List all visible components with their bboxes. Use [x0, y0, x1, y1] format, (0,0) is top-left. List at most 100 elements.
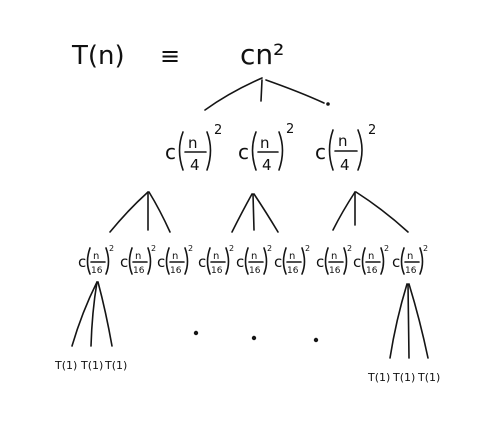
leaves-left: T(1) T(1) T(1) [54, 359, 127, 372]
level2-node-6-num: n [289, 251, 295, 262]
level2-node-3-den: 16 [170, 266, 182, 276]
edge-root-mid [260, 79, 263, 102]
level2-node-5-lparen [244, 247, 249, 275]
root-cost: cn² [240, 38, 284, 71]
edge-l1n2-right [253, 193, 279, 233]
level2-node-6-exp: 2 [305, 244, 310, 253]
level1-node-3-rparen [357, 129, 363, 171]
level1-node-1-num: n [188, 134, 198, 152]
level2-node-2-rparen [147, 247, 152, 275]
level2-node-1-num: n [93, 251, 99, 262]
ellipsis-dot-2 [251, 335, 257, 341]
level2-node-1-exp: 2 [109, 244, 114, 253]
level1-node-3-lparen [328, 129, 334, 171]
level2-node-4-exp: 2 [229, 244, 234, 253]
level1-node-3-coef: c [315, 140, 326, 164]
level2-node-4-coef: c [198, 253, 206, 271]
level2-node-9-lparen [400, 247, 405, 275]
level2-node-6-lparen [282, 247, 287, 275]
level2-node-7-rparen [343, 247, 348, 275]
level2-node-5-den: 16 [249, 266, 261, 276]
level1-node-1-lparen [178, 131, 184, 171]
level2-node-5-coef: c [236, 253, 244, 271]
level2-node-7-coef: c [316, 253, 324, 271]
level1-node-2-rparen [278, 131, 284, 171]
level2-node-2-den: 16 [133, 266, 145, 276]
level2-node-1-coef: c [78, 253, 86, 271]
edge-leaf-left-3 [97, 281, 113, 347]
level1-node-2-num: n [260, 134, 270, 152]
edge-leaf-left-2 [90, 281, 98, 347]
edges-level1-node-2 [231, 193, 279, 233]
leaf-left-2: T(1) [80, 359, 103, 372]
edge-l1n3-left [332, 191, 356, 231]
leaf-right-2: T(1) [392, 371, 415, 384]
edge-leaf-right-1 [389, 283, 408, 359]
leaf-right-1: T(1) [367, 371, 390, 384]
edge-l1n2-left [231, 193, 253, 233]
level2-node-3-exp: 2 [188, 244, 193, 253]
level2-node-8-den: 16 [366, 266, 378, 276]
level2-node-4-num: n [213, 251, 219, 262]
edge-l1n3-right [355, 191, 409, 233]
level2-node-2-coef: c [120, 253, 128, 271]
level2-node-8-rparen [380, 247, 385, 275]
level2-node-1-lparen [86, 247, 91, 275]
level2-node-6-coef: c [274, 253, 282, 271]
level1-node-2-exp: 2 [286, 122, 294, 137]
level1-node-1: c n 4 2 [165, 123, 222, 174]
level2-node-5-rparen [263, 247, 268, 275]
level1-node-2-den: 4 [262, 156, 272, 174]
level2-node-9-coef: c [392, 253, 400, 271]
edge-l1n2-mid [252, 193, 255, 231]
edge-root-right-tip [326, 102, 330, 106]
level1-node-1-coef: c [165, 140, 176, 164]
level1-node-3-num: n [338, 132, 348, 150]
leaves-right: T(1) T(1) T(1) [367, 371, 440, 384]
level2-node-6-rparen [301, 247, 306, 275]
level1-node-2-lparen [251, 131, 257, 171]
leaf-right-3: T(1) [417, 371, 440, 384]
level2-node-6-den: 16 [287, 266, 299, 276]
level2-node-3-rparen [184, 247, 189, 275]
level2-node-7-exp: 2 [347, 244, 352, 253]
level2-node-2-num: n [135, 251, 141, 262]
level2-node-8-lparen [361, 247, 366, 275]
root-lhs: T(n) [71, 41, 125, 71]
level2-node-5-num: n [251, 251, 257, 262]
level2-node-9-rparen [419, 247, 424, 275]
level2-node-3-num: n [172, 251, 178, 262]
level2-node-3-coef: c [157, 253, 165, 271]
level2-node-1-rparen [105, 247, 110, 275]
level2-node-3-lparen [165, 247, 170, 275]
level1-node-2-coef: c [238, 140, 249, 164]
level2-node-9-den: 16 [405, 266, 417, 276]
ellipsis-dot-1 [193, 330, 199, 336]
level2-node-7-lparen [324, 247, 329, 275]
level2-node-4-lparen [206, 247, 211, 275]
level2-node-4-rparen [225, 247, 230, 275]
level1-node-1-exp: 2 [214, 123, 222, 138]
edge-root-left [204, 77, 263, 111]
edge-root-right [265, 79, 325, 104]
level2-node-9-num: n [407, 251, 413, 262]
level2-node-7-den: 16 [329, 266, 341, 276]
level2-node-2-lparen [128, 247, 133, 275]
edge-leaf-right-2 [407, 283, 410, 359]
level2-node-1-den: 16 [91, 266, 103, 276]
edges-leaf-right [389, 283, 429, 359]
level1-node-3-den: 4 [340, 156, 350, 174]
leaf-left-1: T(1) [54, 359, 77, 372]
level2-node-8-exp: 2 [384, 244, 389, 253]
level1-node-1-rparen [206, 131, 212, 171]
leaf-left-3: T(1) [104, 359, 127, 372]
